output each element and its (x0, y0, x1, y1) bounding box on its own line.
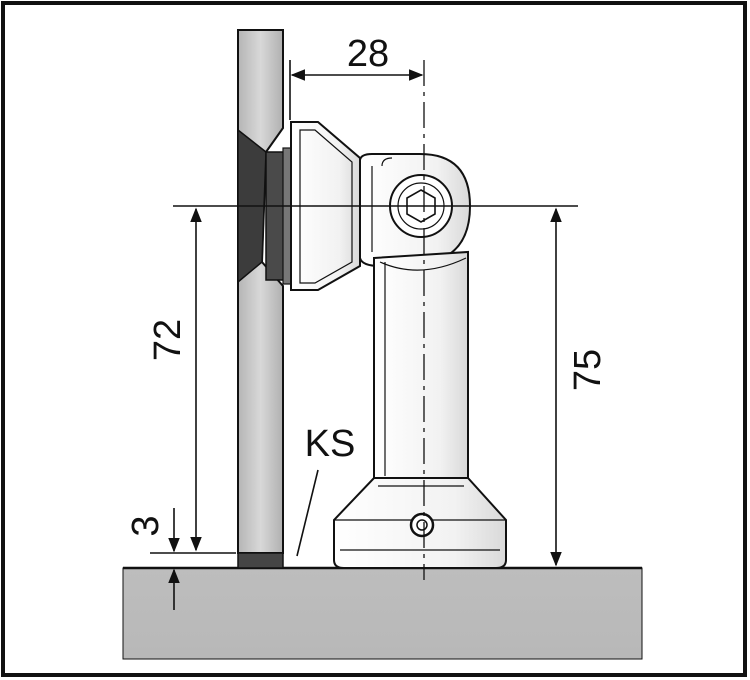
clamp-plate (265, 147, 292, 285)
glass-panel (237, 29, 284, 569)
dimension-28: 28 (289, 33, 424, 120)
ks-callout: KS (296, 423, 356, 557)
dimension-28-label: 28 (347, 33, 389, 75)
ks-label: KS (305, 423, 356, 465)
dimension-75-label: 75 (567, 349, 609, 391)
dimension-3: 3 (125, 508, 180, 610)
support-post (373, 250, 469, 479)
dimension-72-label: 72 (147, 319, 189, 361)
dimension-72: 72 (147, 207, 236, 554)
floor-slab (122, 567, 643, 660)
set-screw-icon (409, 512, 435, 538)
dimension-75: 75 (508, 207, 609, 569)
dimension-3-label: 3 (125, 515, 167, 536)
gasket-ks (237, 552, 284, 569)
